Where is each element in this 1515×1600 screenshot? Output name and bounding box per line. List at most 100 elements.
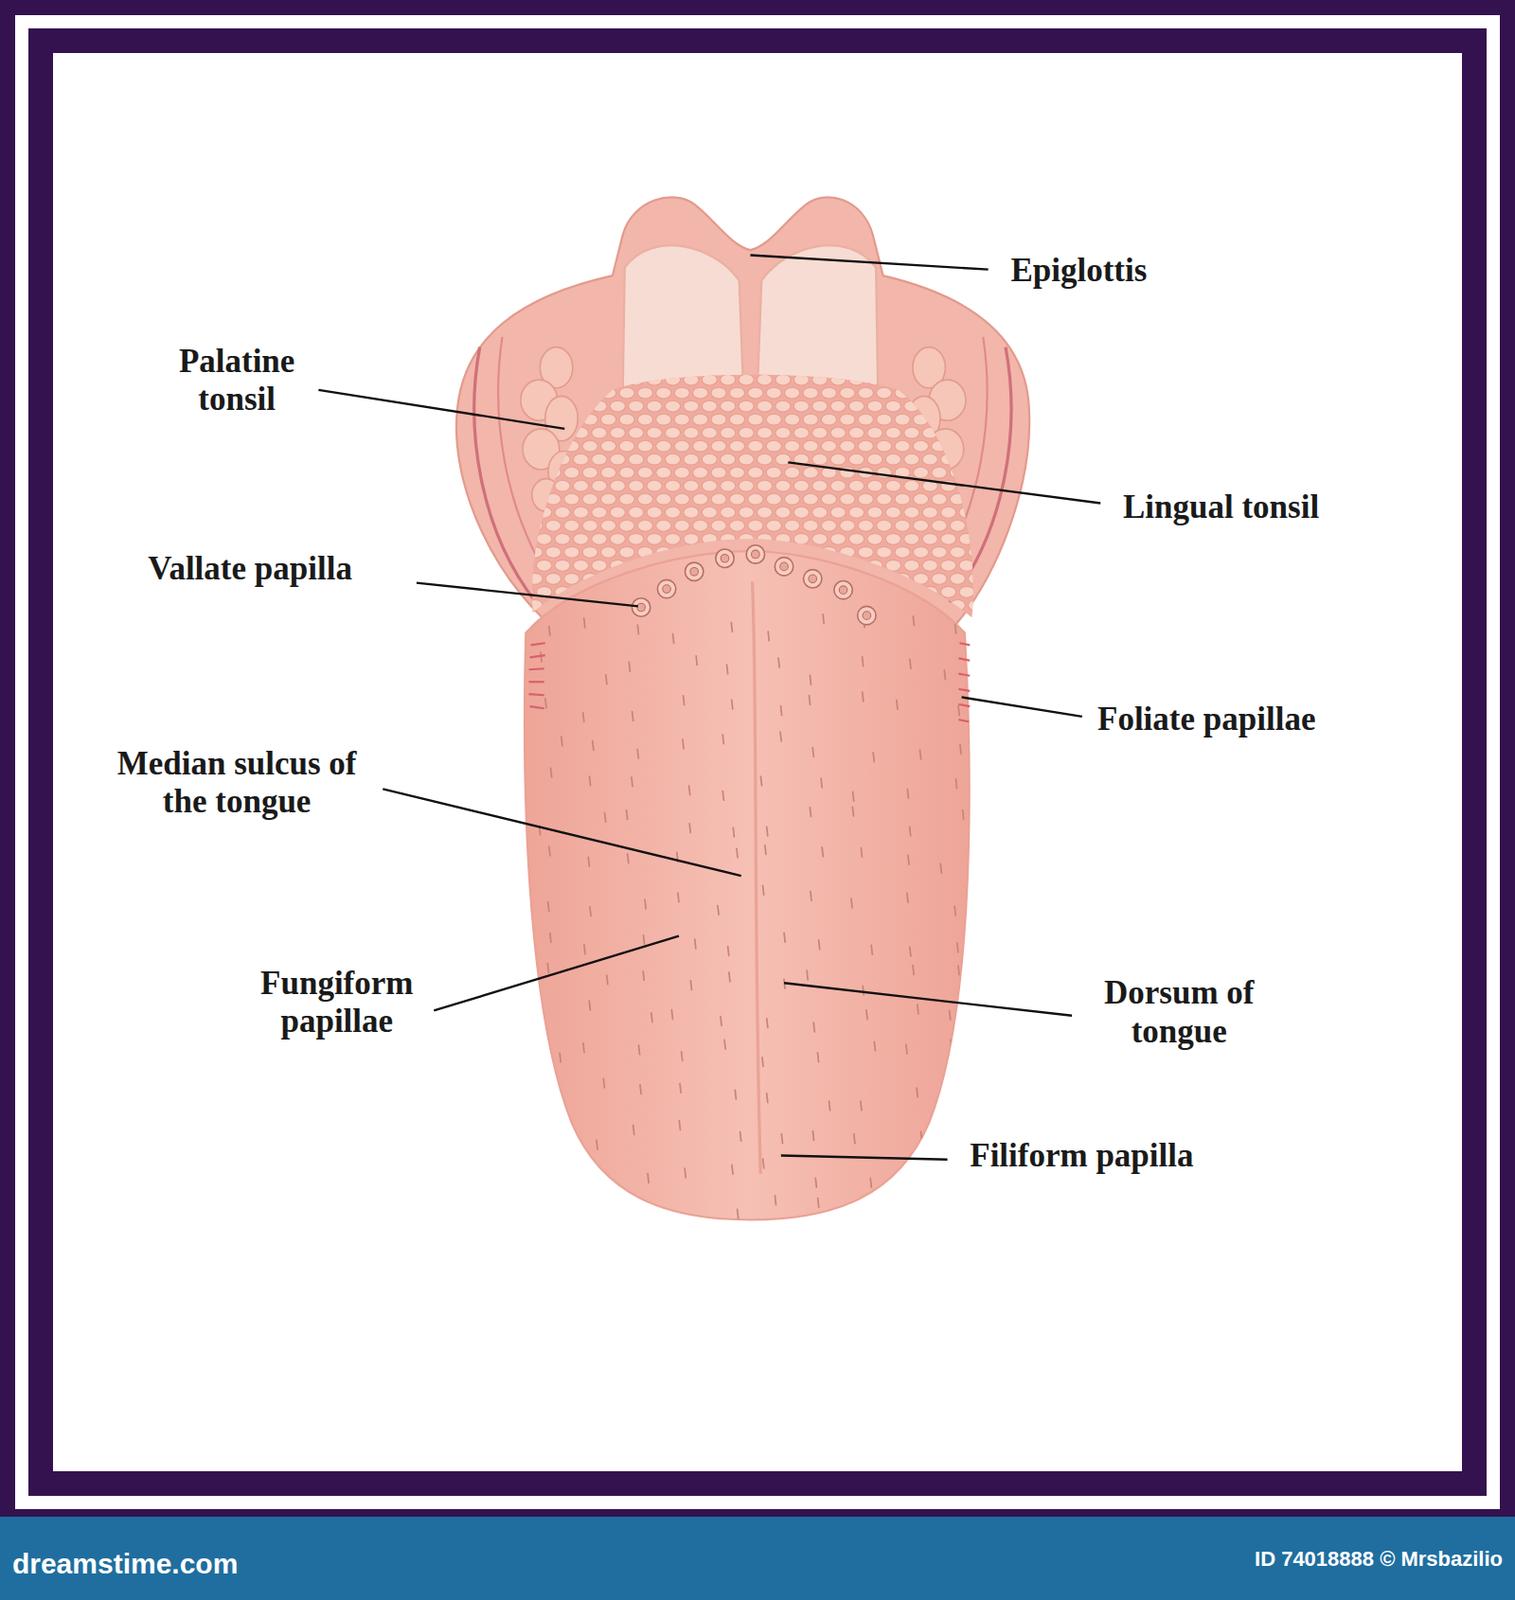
filiform-papilla — [818, 1198, 820, 1209]
tonsil-bump — [802, 387, 819, 399]
tonsil-bump — [885, 533, 901, 545]
tonsil-bump — [591, 374, 607, 386]
filiform-papilla — [549, 625, 551, 636]
tonsil-bump — [637, 466, 653, 479]
filiform-papilla — [587, 1200, 589, 1211]
tonsil-bump — [894, 440, 910, 452]
tonsil-bump — [674, 519, 690, 532]
filiform-papilla — [732, 827, 734, 838]
tonsil-bump — [931, 493, 947, 505]
tonsil-bump — [949, 387, 965, 399]
tonsil-bump — [646, 480, 662, 492]
filiform-papilla — [854, 1134, 856, 1144]
filiform-papilla — [852, 806, 854, 817]
filiform-papilla — [873, 1041, 875, 1052]
tonsil-bump — [766, 413, 782, 426]
tonsil-bump — [628, 480, 644, 492]
tonsil-bump — [941, 453, 957, 465]
tonsil-bump — [857, 387, 874, 399]
tonsil-bump — [601, 466, 617, 479]
filiform-papilla — [632, 712, 634, 722]
tonsil-bump — [968, 546, 984, 558]
tonsil-bump — [986, 387, 1002, 399]
filiform-papilla — [633, 1125, 635, 1136]
tonsil-bump — [656, 519, 672, 532]
tonsil-bump — [683, 374, 699, 386]
filiform-papilla — [640, 1085, 642, 1095]
vallate-papilla — [780, 562, 789, 571]
filiform-papilla — [678, 1121, 680, 1131]
filiform-papilla — [820, 778, 822, 788]
tonsil-bump — [582, 440, 598, 452]
tonsil-bump — [830, 427, 846, 439]
filiform-papilla — [690, 980, 692, 991]
tonsil-bump — [517, 453, 534, 465]
tonsil-bump — [711, 519, 727, 532]
filiform-papilla — [871, 944, 873, 955]
tonsil-bump — [839, 519, 856, 532]
filiform-papilla — [626, 1203, 628, 1213]
tonsil-bump — [941, 586, 957, 598]
tonsil-bump — [802, 413, 819, 426]
tonsil-bump — [857, 519, 874, 532]
filiform-papilla — [547, 963, 549, 974]
tonsil-bump — [545, 440, 561, 452]
vallate-papilla — [746, 545, 765, 564]
palatine-tonsil — [520, 347, 966, 513]
filiform-papilla — [762, 1057, 764, 1068]
tonsil-bump — [554, 559, 571, 571]
tonsil-bump — [793, 374, 809, 386]
tonsil-bump — [536, 533, 553, 545]
filiform-papilla — [539, 1134, 541, 1144]
filiform-papilla — [584, 1165, 586, 1176]
tonsil-bump — [748, 387, 764, 399]
tonsil-bump — [793, 533, 809, 545]
tonsil-bump — [894, 413, 910, 426]
tonsil-bump — [766, 493, 782, 505]
tonsil-bump — [554, 453, 571, 465]
frame — [0, 0, 1515, 1525]
tonsil-bump — [711, 387, 727, 399]
filiform-papilla — [677, 892, 679, 903]
filiform-papilla — [862, 985, 864, 996]
tonsil-bump — [601, 440, 617, 452]
tonsil-bump — [820, 546, 837, 558]
vallate-papilla — [715, 549, 734, 568]
tonsil-bump — [922, 506, 938, 518]
filiform-papilla — [559, 1202, 561, 1212]
tonsil-bump — [885, 427, 901, 439]
tonsil-bump — [968, 440, 984, 452]
frame — [15, 15, 1500, 1510]
tonsil-bump — [839, 493, 856, 505]
tonsil-bump — [941, 506, 957, 518]
tonsil-bump — [564, 387, 580, 399]
filiform-papilla — [695, 939, 696, 949]
tonsil-bump — [959, 559, 975, 571]
filiform-papilla — [671, 1010, 673, 1020]
part-label: Filiform papilla — [969, 1137, 1194, 1176]
tonsil-bump — [968, 413, 984, 426]
tonsil-bump — [876, 493, 892, 505]
tonsil-bump — [922, 374, 938, 386]
tonsil-bump — [564, 519, 580, 532]
tonsil-bump — [802, 466, 819, 479]
tonsil-bump — [554, 586, 571, 598]
filiform-papilla — [727, 664, 729, 675]
filiform-papilla — [921, 1131, 923, 1141]
tonsil-bump — [949, 466, 965, 479]
vallate-papilla — [637, 603, 646, 612]
tonsil-bump — [904, 559, 920, 571]
vallate-papilla — [834, 580, 853, 599]
tonsil-bump — [775, 506, 791, 518]
vallate-papilla — [857, 606, 876, 624]
filiform-papilla — [679, 1218, 681, 1229]
tonsil-bump — [756, 427, 772, 439]
tonsil-bump — [959, 586, 975, 598]
filiform-papilla — [766, 1018, 768, 1029]
tonsil-bump — [986, 519, 1002, 532]
tonsil-bump — [674, 466, 690, 479]
vallate-papilla — [808, 574, 818, 584]
tonsil-bump — [572, 480, 589, 492]
filiform-papilla — [540, 652, 542, 662]
tonsil-bump — [517, 480, 534, 492]
